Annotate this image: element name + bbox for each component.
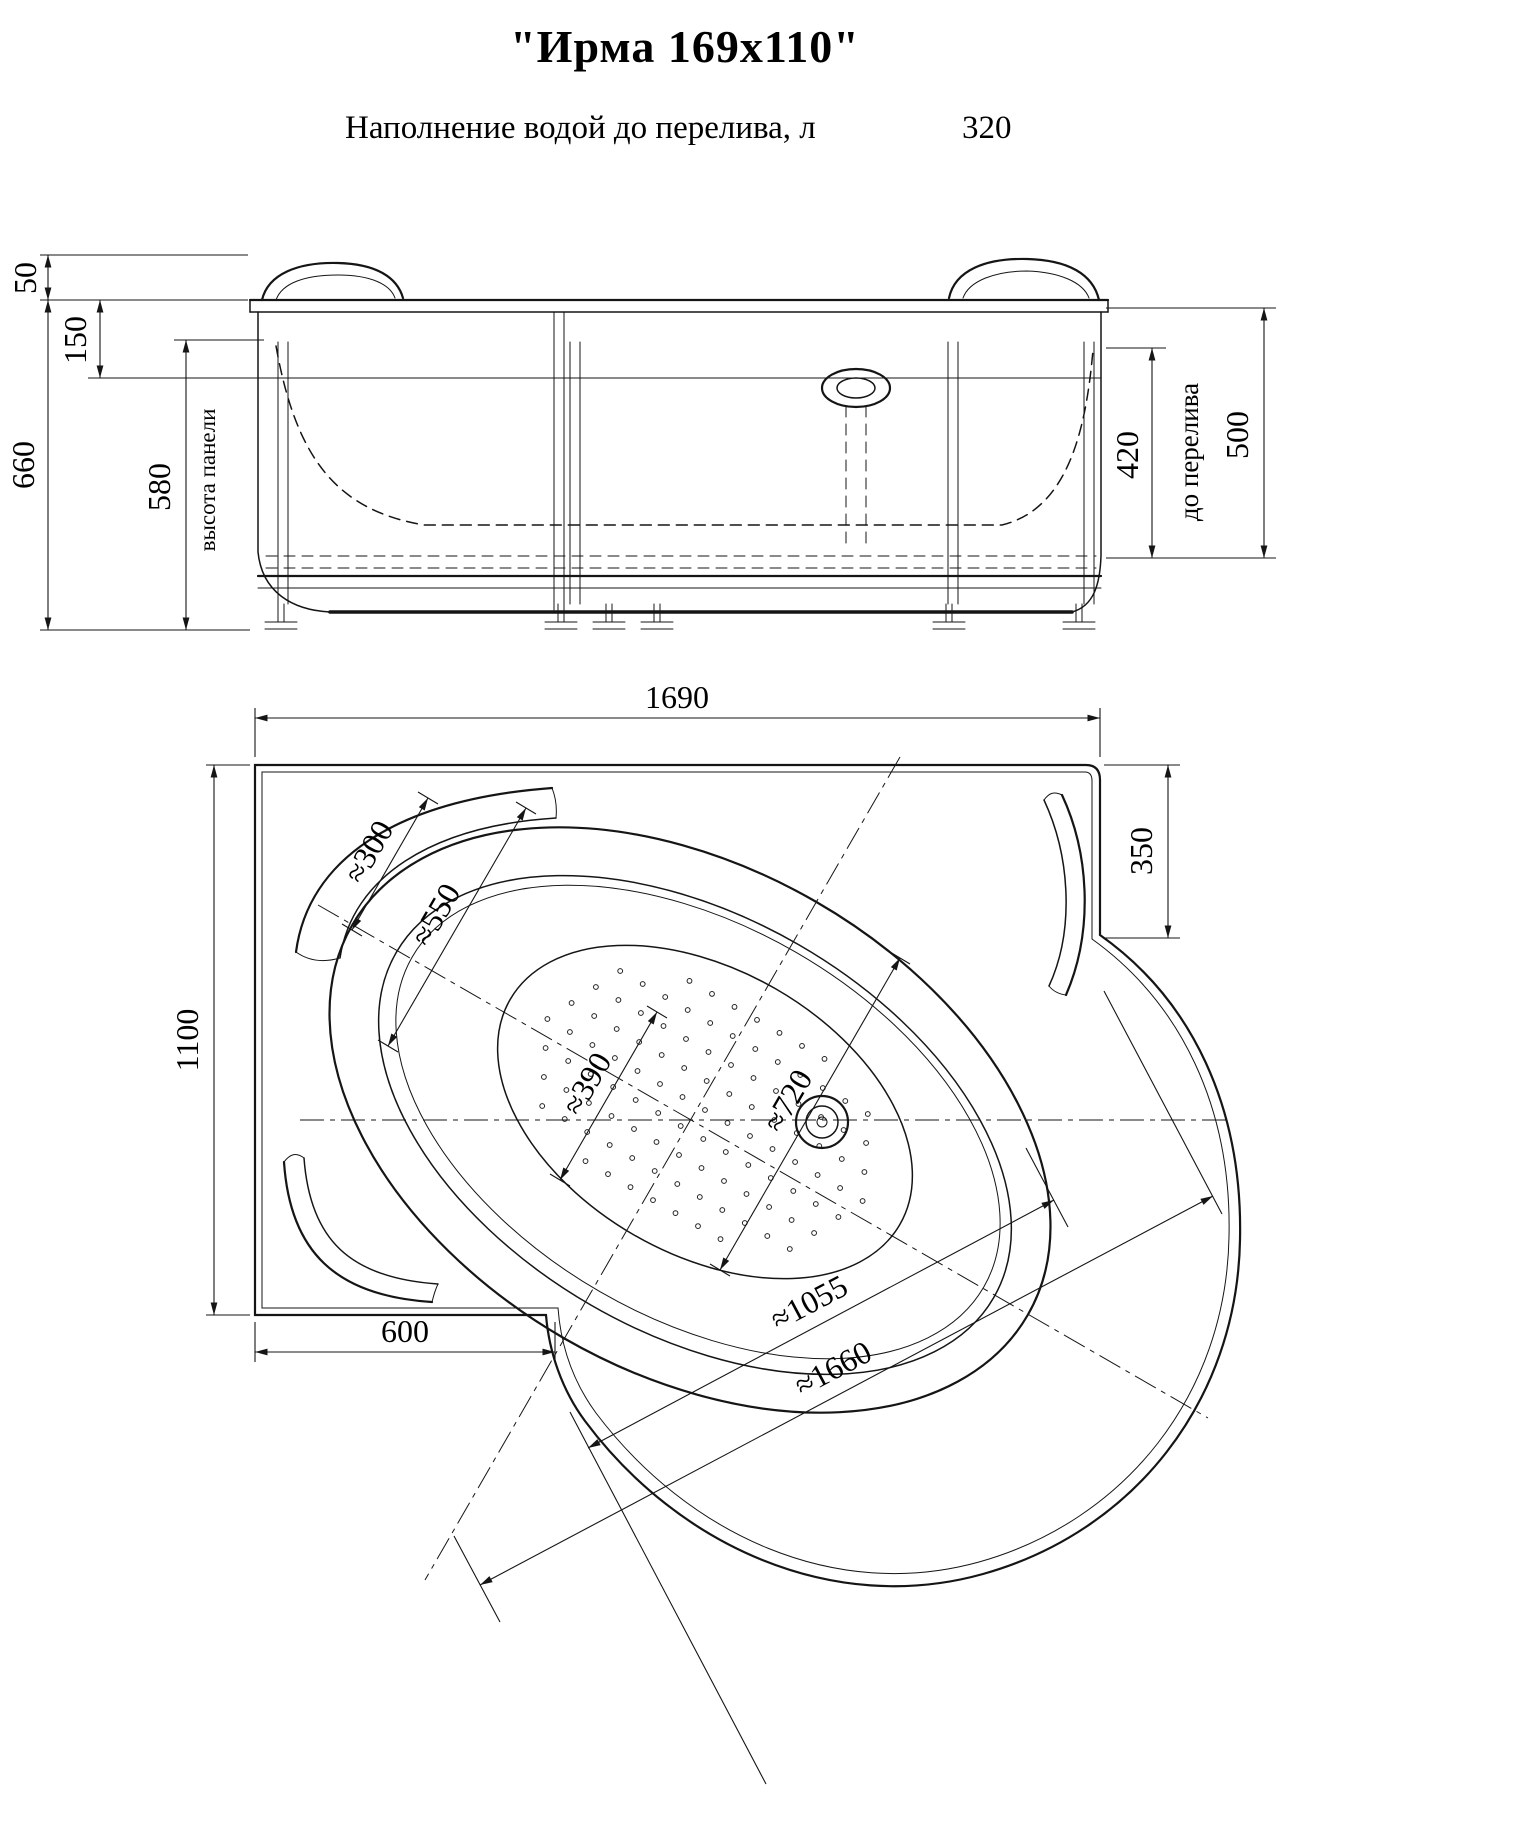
dim-550-label: ≈550 xyxy=(403,877,467,952)
plan-dimensions: 1690 350 1100 600 ≈1055 ≈1660 ≈720 ≈390 … xyxy=(169,679,1223,1785)
dim-300-label: ≈300 xyxy=(336,814,400,889)
dim-600-label: 600 xyxy=(381,1313,429,1349)
tub-front-outline xyxy=(248,298,1110,614)
feet xyxy=(264,603,1096,630)
dim-1660-label: ≈1660 xyxy=(788,1333,877,1403)
overflow-fitting xyxy=(820,367,892,409)
dim-390-label: ≈390 xyxy=(554,1046,618,1121)
dim-50-label: 50 xyxy=(7,262,43,294)
dim-350-label: 350 xyxy=(1123,827,1159,875)
page-title: "Ирма 169x110" xyxy=(510,21,860,72)
panel-height-label: высота панели xyxy=(195,409,220,552)
subtitle-label: Наполнение водой до перелива, л xyxy=(345,110,816,146)
headrest-right xyxy=(947,257,1101,302)
dim-720-label: ≈720 xyxy=(755,1063,819,1138)
dim-1690-label: 1690 xyxy=(645,679,709,715)
headrest-left xyxy=(260,261,405,302)
handle-left xyxy=(282,1154,439,1304)
overflow-depth-label: до перелива xyxy=(1174,383,1204,521)
handle-right xyxy=(1043,792,1086,997)
hidden-bowl-lines xyxy=(265,345,1097,569)
dim-420-label: 420 xyxy=(1109,431,1145,479)
dim-500-label: 500 xyxy=(1219,411,1255,459)
front-dimensions: 50 660 150 580 высота панели 420 до пере… xyxy=(5,254,1276,631)
front-view: 50 660 150 580 высота панели 420 до пере… xyxy=(5,254,1276,631)
dim-1100-label: 1100 xyxy=(169,1009,205,1072)
subtitle-value: 320 xyxy=(962,110,1012,146)
frame-posts xyxy=(277,341,1095,605)
dim-580-label: 580 xyxy=(141,463,177,511)
dim-660-label: 660 xyxy=(5,441,41,489)
plan-view: 1690 350 1100 600 ≈1055 ≈1660 ≈720 ≈390 … xyxy=(169,679,1242,1785)
dim-150-label: 150 xyxy=(57,316,93,364)
tub-plan-outline xyxy=(253,763,1242,1588)
